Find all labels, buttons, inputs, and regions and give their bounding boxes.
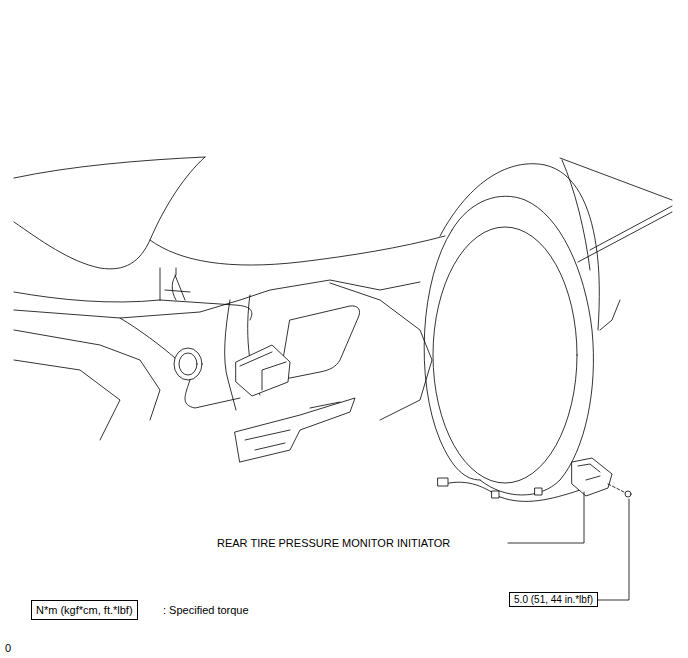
panel-opening xyxy=(281,306,359,378)
legend-note: : Specified torque xyxy=(163,604,249,616)
body-line xyxy=(14,157,205,269)
box-text: 5.0 (51, 44 in.*lbf) xyxy=(514,594,593,605)
frame-line xyxy=(14,280,420,318)
initiator-wire xyxy=(444,482,580,501)
wire-harness xyxy=(120,268,240,408)
bracket-line xyxy=(160,268,190,300)
frame-line xyxy=(14,330,160,440)
grommet xyxy=(179,353,197,375)
body-line xyxy=(150,236,445,265)
panel-line xyxy=(330,283,432,420)
tire xyxy=(424,230,480,480)
initiator-module xyxy=(236,345,290,396)
under-cover-rib xyxy=(245,402,340,450)
clamp xyxy=(535,488,542,495)
wire-harness xyxy=(160,300,252,320)
connector xyxy=(438,478,448,486)
body-line xyxy=(14,292,160,302)
grommet xyxy=(174,348,202,380)
tire xyxy=(452,196,593,495)
leader-line xyxy=(598,499,629,600)
initiator-body xyxy=(572,458,612,496)
initiator-detail xyxy=(578,464,600,480)
part-name: REAR TIRE PRESSURE MONITOR INITIATOR xyxy=(217,537,450,549)
bolt-axis xyxy=(608,484,624,492)
under-cover xyxy=(235,398,355,462)
leader-line xyxy=(508,492,584,543)
torque-box: 5.0 (51, 44 in.*lbf) xyxy=(509,592,598,607)
figure-number: 0 xyxy=(5,642,11,654)
unit-box: N*m (kgf*cm, ft.*lbf) xyxy=(31,600,138,620)
initiator-detail xyxy=(240,352,286,390)
tire-sidewall xyxy=(433,227,577,483)
clamp xyxy=(492,491,499,498)
bolt xyxy=(625,491,631,497)
body-line xyxy=(14,157,205,178)
box-text: N*m (kgf*cm, ft.*lbf) xyxy=(36,604,133,616)
body-side-line xyxy=(560,158,672,330)
